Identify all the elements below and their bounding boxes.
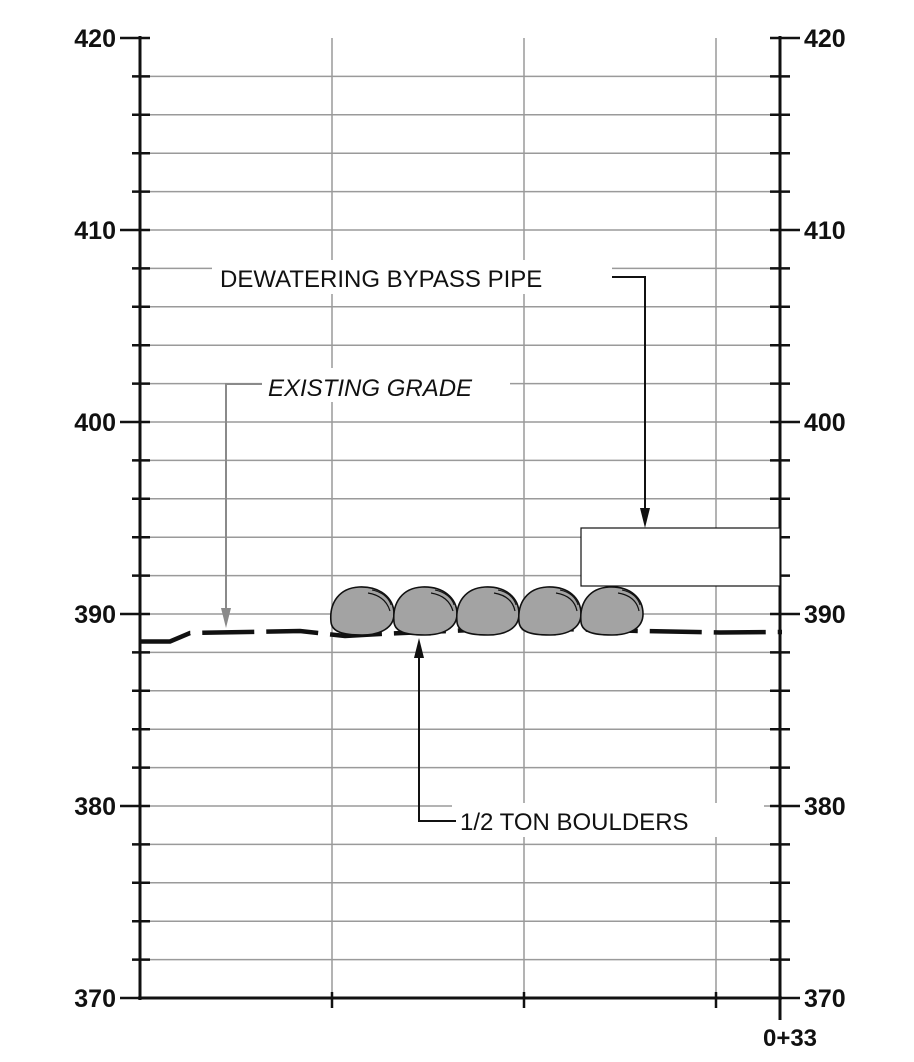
elevation-label: 420 [804, 25, 846, 53]
elevation-label: 380 [74, 793, 116, 821]
bypass-pipe-label: DEWATERING BYPASS PIPE [220, 266, 542, 293]
elevation-label: 370 [74, 985, 116, 1013]
station-ticks [330, 992, 718, 1008]
boulders-callout: 1/2 TON BOULDERS [414, 638, 764, 837]
boulder [580, 586, 644, 636]
elevation-label: 410 [74, 217, 116, 245]
existing-grade-label: EXISTING GRADE [268, 375, 473, 402]
elevation-label: 390 [804, 601, 846, 629]
boulder [518, 586, 582, 636]
right-tick-marks [770, 36, 800, 1000]
boulder [393, 586, 458, 636]
elevation-label: 410 [804, 217, 846, 245]
boulders [330, 586, 644, 636]
vertical-grid [331, 38, 717, 998]
elevation-label: 390 [74, 601, 116, 629]
elevation-labels-left: 420 410 400 390 380 370 [74, 25, 116, 1013]
elevation-label: 400 [74, 409, 116, 437]
left-tick-marks [120, 36, 150, 1000]
existing-grade-callout: EXISTING GRADE [221, 368, 510, 628]
boulders-label: 1/2 TON BOULDERS [460, 809, 689, 836]
elevation-label: 400 [804, 409, 846, 437]
elevation-labels-right: 420 410 400 390 380 370 [804, 25, 846, 1013]
boulder [456, 586, 520, 636]
elevation-label: 370 [804, 985, 846, 1013]
bypass-pipe-callout: DEWATERING BYPASS PIPE [212, 260, 650, 528]
elevation-label: 380 [804, 793, 846, 821]
elevation-label: 420 [74, 25, 116, 53]
bypass-pipe [580, 527, 781, 587]
station-label: 0+33 [763, 1025, 817, 1052]
boulder [330, 586, 395, 636]
